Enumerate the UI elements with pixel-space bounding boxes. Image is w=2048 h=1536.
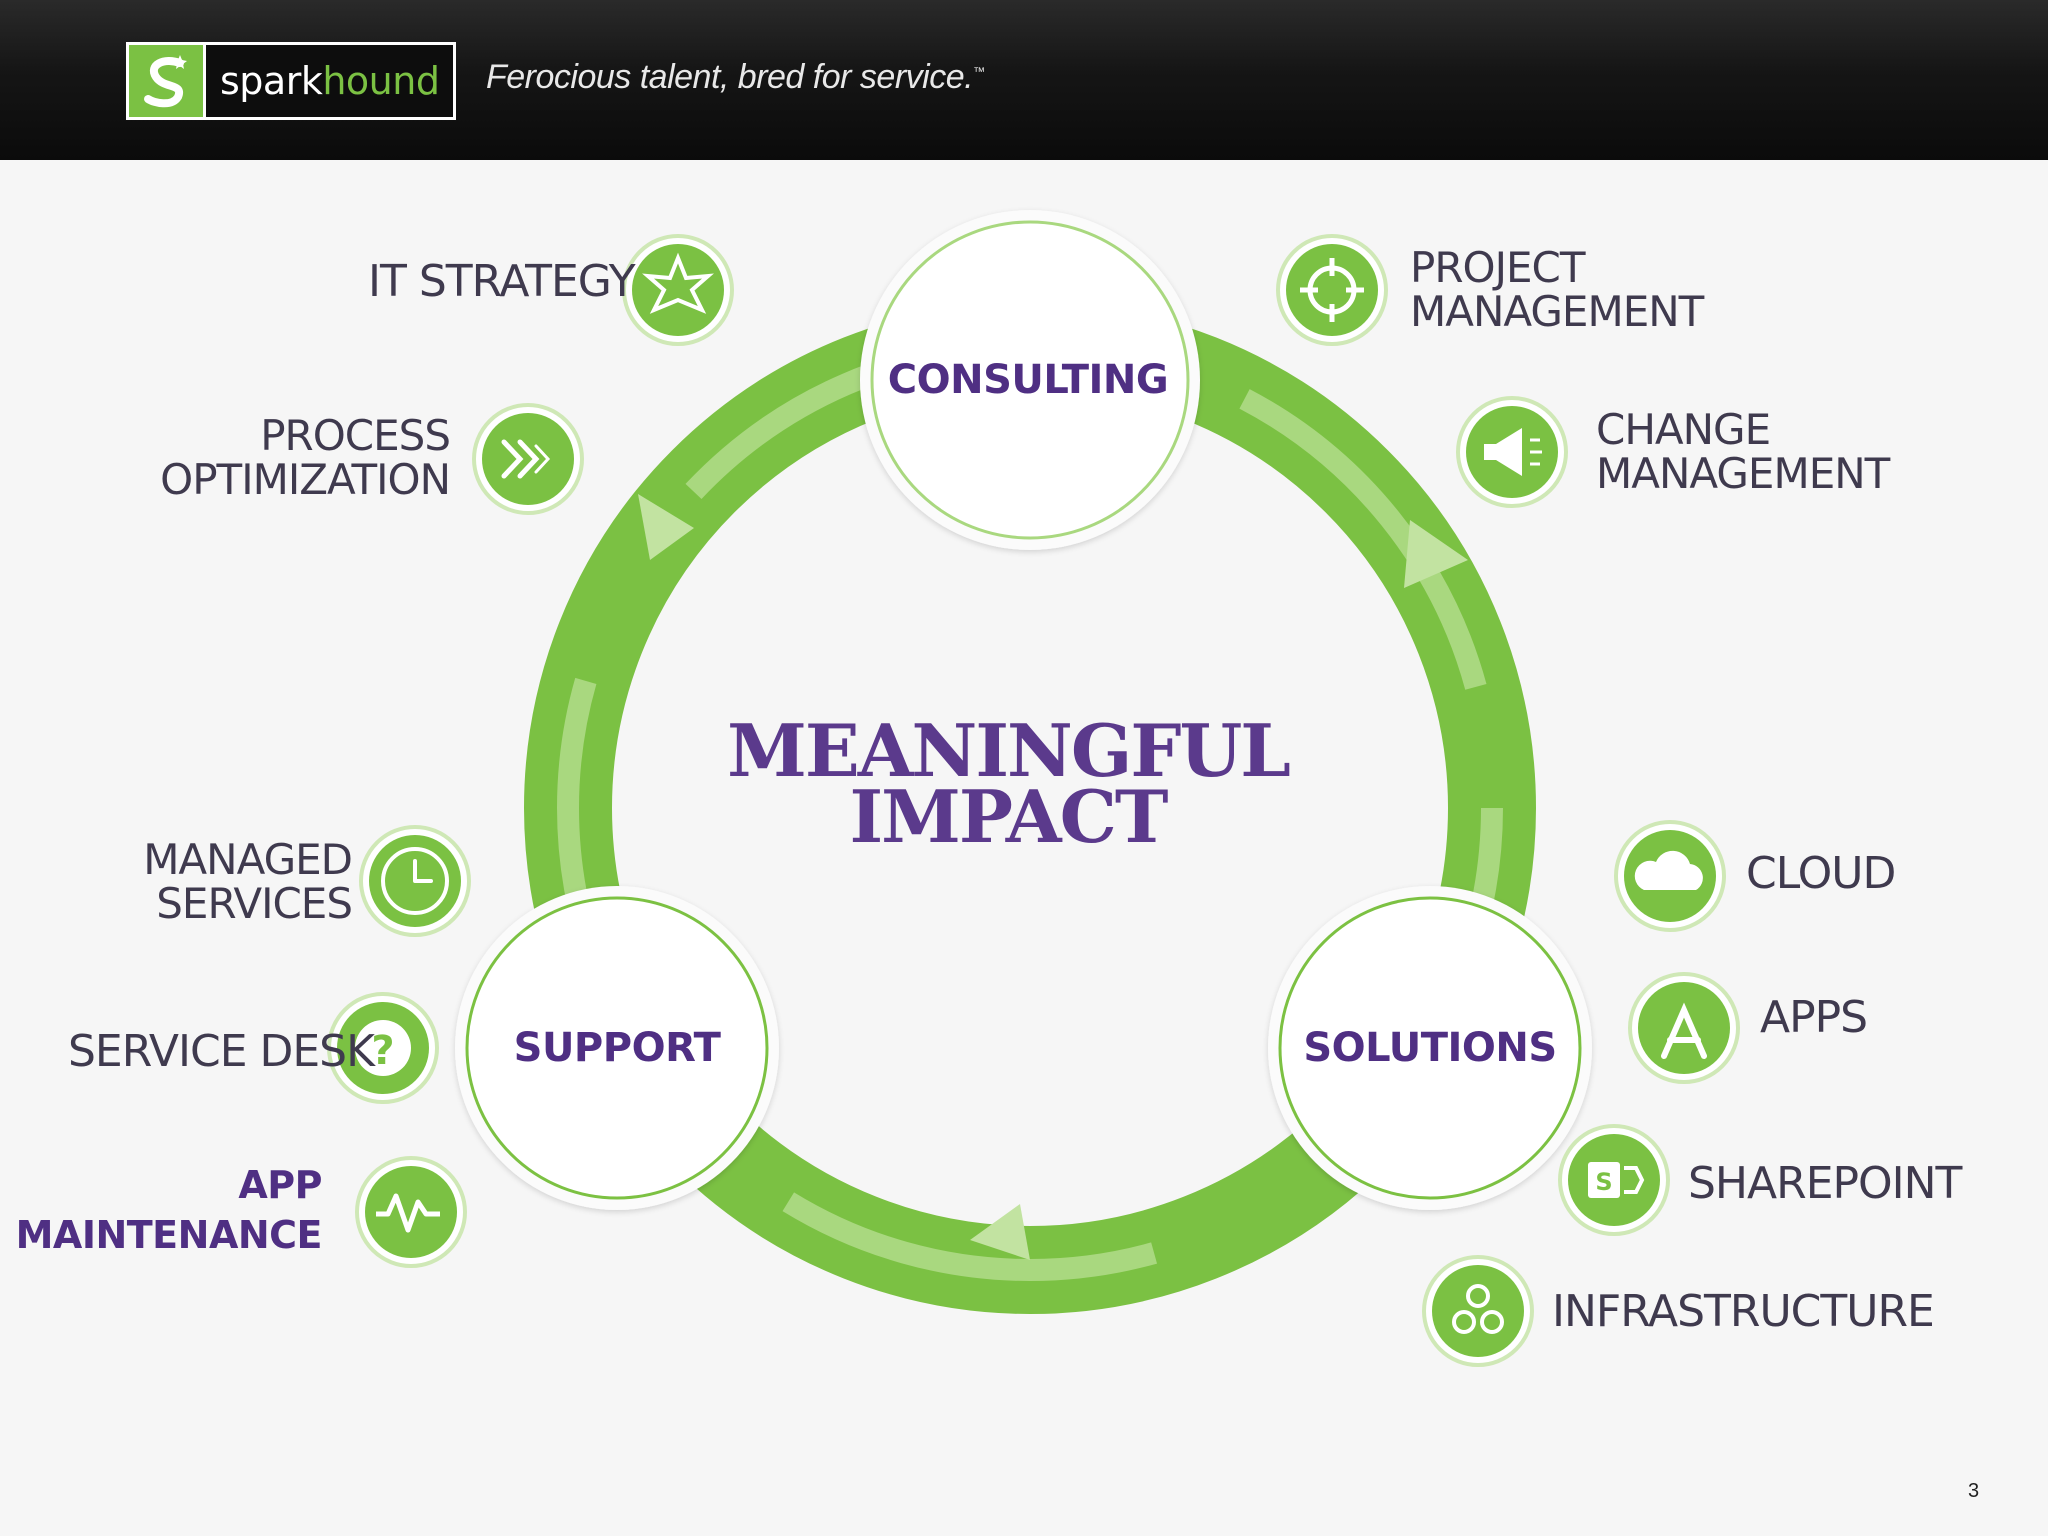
logo-text-accent: hound bbox=[322, 59, 440, 103]
it-strategy-badge[interactable] bbox=[622, 234, 734, 346]
project-management-badge[interactable] bbox=[1276, 234, 1388, 346]
hub-solutions-circle[interactable] bbox=[1268, 886, 1592, 1210]
heartbeat-icon bbox=[376, 1193, 440, 1233]
svg-text:?: ? bbox=[371, 1028, 394, 1074]
cloud-badge[interactable] bbox=[1614, 820, 1726, 932]
change-management-line1: CHANGE bbox=[1596, 405, 1771, 454]
process-optimization-label: PROCESS OPTIMIZATION bbox=[160, 411, 451, 504]
cycle-arrows bbox=[638, 494, 1468, 1260]
sharepoint-badge[interactable]: S bbox=[1558, 1124, 1670, 1236]
arrow-clockwise-right-icon bbox=[1404, 520, 1468, 588]
app-maintenance-line1: APP bbox=[238, 1163, 322, 1207]
process-optimization-line1: PROCESS bbox=[260, 411, 451, 460]
service-desk-label: SERVICE DESK bbox=[68, 1026, 375, 1077]
change-management-badge[interactable] bbox=[1456, 396, 1568, 508]
sharepoint-label: SHAREPOINT bbox=[1688, 1158, 1962, 1209]
arrow-clockwise-bottom-icon bbox=[970, 1204, 1030, 1260]
change-management-line2: MANAGEMENT bbox=[1596, 449, 1890, 498]
logo-text-main: spark bbox=[220, 59, 323, 103]
clock-icon bbox=[381, 847, 449, 915]
crosshair-icon bbox=[1300, 258, 1364, 322]
fast-forward-icon bbox=[501, 439, 551, 479]
project-management-line1: PROJECT bbox=[1410, 243, 1585, 292]
process-optimization-line2: OPTIMIZATION bbox=[160, 455, 451, 504]
infrastructure-label: INFRASTRUCTURE bbox=[1552, 1286, 1935, 1337]
project-management-line2: MANAGEMENT bbox=[1410, 287, 1704, 336]
trademark-mark: ™ bbox=[973, 64, 985, 79]
managed-services-label: MANAGED SERVICES bbox=[143, 835, 353, 928]
sparkhound-logo[interactable]: sparkhound bbox=[126, 42, 456, 120]
service-desk-badge[interactable]: ? bbox=[327, 992, 439, 1104]
slide-number: 3 bbox=[1968, 1480, 1980, 1502]
process-optimization-badge[interactable] bbox=[472, 403, 584, 515]
managed-services-badge[interactable] bbox=[359, 825, 471, 937]
tagline: Ferocious talent, bred for service.™ bbox=[486, 58, 985, 97]
arrow-clockwise-left-icon bbox=[638, 494, 694, 560]
megaphone-icon bbox=[1484, 428, 1542, 476]
apps-badge[interactable] bbox=[1628, 972, 1740, 1084]
cloud-label: CLOUD bbox=[1746, 848, 1896, 899]
app-store-icon bbox=[1661, 1002, 1707, 1059]
question-icon: ? bbox=[355, 1020, 411, 1076]
managed-services-line2: SERVICES bbox=[156, 879, 353, 928]
center-title-line2: IMPACT bbox=[849, 774, 1168, 859]
change-management-label: CHANGE MANAGEMENT bbox=[1596, 405, 1890, 498]
hub-consulting-circle[interactable] bbox=[860, 210, 1200, 550]
center-title-line1: MEANINGFUL bbox=[727, 708, 1291, 793]
project-management-label: PROJECT MANAGEMENT bbox=[1410, 243, 1704, 336]
tagline-text: Ferocious talent, bred for service. bbox=[486, 58, 974, 96]
network-nodes-icon bbox=[1452, 1284, 1504, 1334]
hub-support-label: SUPPORT bbox=[513, 1025, 721, 1071]
app-maintenance-label: APP MAINTENANCE bbox=[15, 1160, 323, 1260]
header-bar: sparkhound Ferocious talent, bred for se… bbox=[0, 0, 2048, 160]
logo-wordmark: sparkhound bbox=[206, 59, 440, 103]
cloud-icon bbox=[1634, 850, 1703, 890]
svg-text:S: S bbox=[1595, 1168, 1612, 1196]
star-burst-icon bbox=[642, 252, 714, 314]
center-title: MEANINGFUL IMPACT bbox=[727, 708, 1291, 859]
app-maintenance-line2: MAINTENANCE bbox=[15, 1213, 323, 1257]
logo-s-mark-icon bbox=[129, 45, 206, 117]
app-maintenance-badge[interactable] bbox=[355, 1156, 467, 1268]
managed-services-line1: MANAGED bbox=[143, 835, 353, 884]
hub-solutions-label: SOLUTIONS bbox=[1303, 1025, 1557, 1071]
apps-label: APPS bbox=[1760, 992, 1868, 1043]
hub-consulting-label: CONSULTING bbox=[887, 357, 1169, 403]
it-strategy-label: IT STRATEGY bbox=[368, 256, 636, 307]
infrastructure-badge[interactable] bbox=[1422, 1255, 1534, 1367]
hub-support-circle[interactable] bbox=[455, 886, 779, 1210]
sharepoint-icon: S bbox=[1588, 1162, 1645, 1198]
